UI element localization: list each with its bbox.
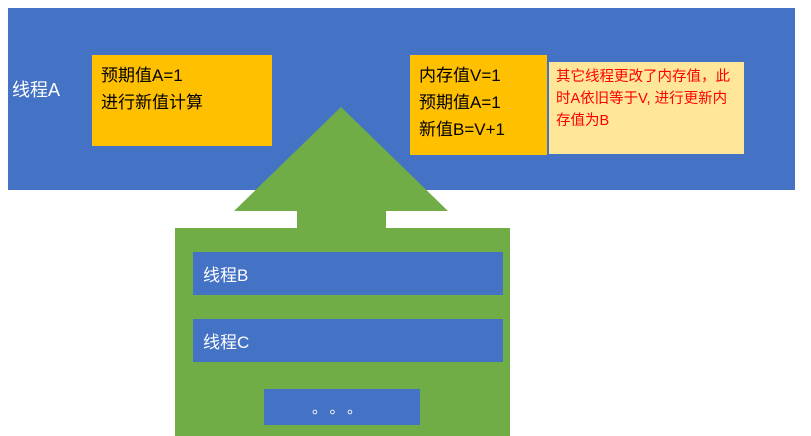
more-threads-bar: 。。。	[264, 389, 420, 425]
thread-b-label: 线程B	[203, 266, 249, 285]
thread-b-bar: 线程B	[193, 252, 503, 295]
calc-new-value-line: 进行新值计算	[101, 93, 203, 113]
thread-a-label: 线程A	[12, 80, 61, 100]
thread-c-bar: 线程C	[193, 319, 503, 362]
note-box: 其它线程更改了内存值，此时A依旧等于V, 进行更新内存值为B	[549, 62, 744, 154]
ellipsis-label: 。。。	[311, 399, 372, 417]
expected-value-line: 预期值A=1	[101, 66, 183, 85]
thread-c-label: 线程C	[203, 333, 250, 352]
memory-values-box: 内存值V=1 预期值A=1 新值B=V+1	[410, 55, 547, 155]
new-value-line: 新值B=V+1	[419, 120, 505, 140]
memory-value-line: 内存值V=1	[419, 66, 501, 85]
expected-value-line2: 预期值A=1	[419, 93, 501, 113]
up-arrow-shape	[234, 107, 448, 230]
expected-value-box: 预期值A=1 进行新值计算	[92, 55, 272, 146]
